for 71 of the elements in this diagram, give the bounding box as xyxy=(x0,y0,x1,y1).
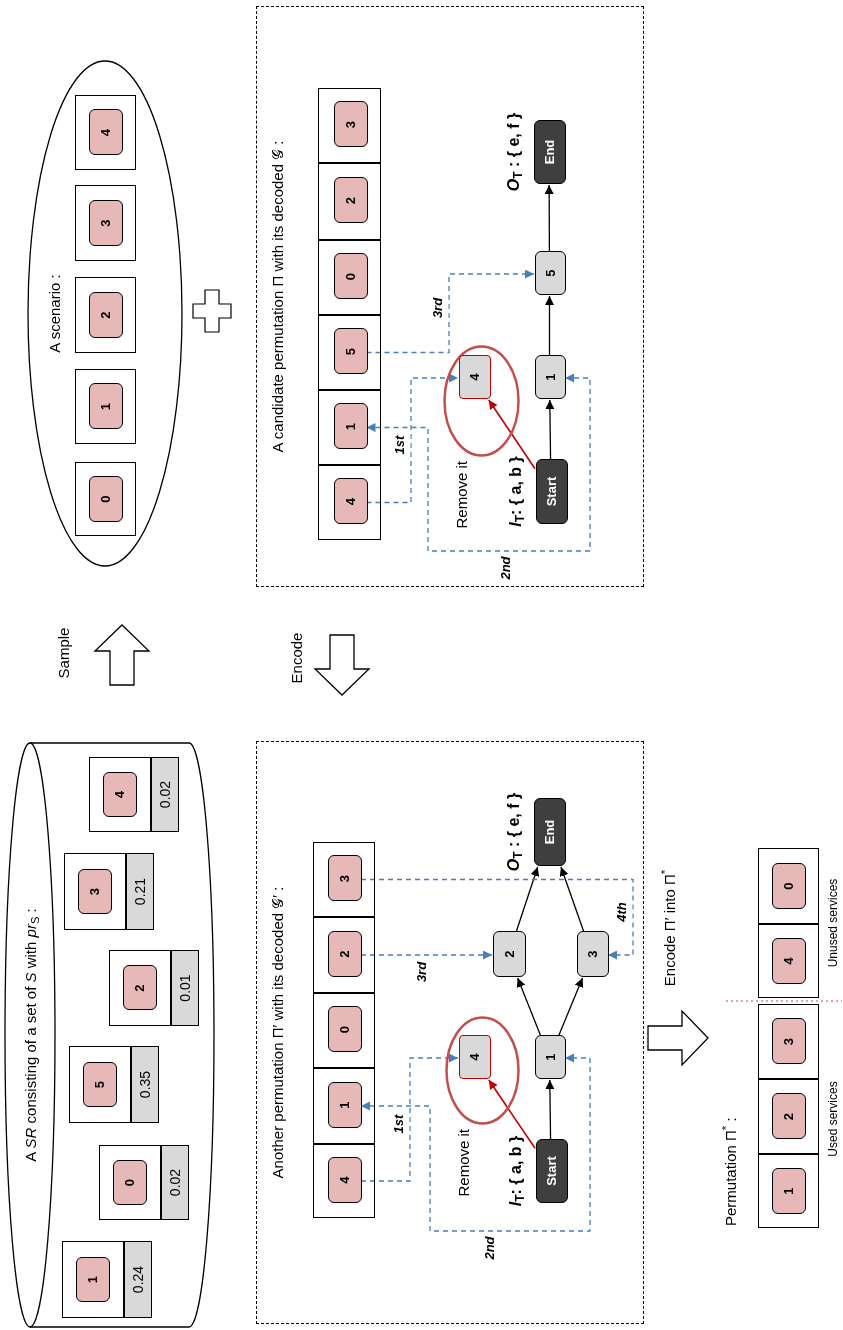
service-box: 5 xyxy=(333,328,368,375)
arrow xyxy=(488,1079,536,1150)
service-box: 1 xyxy=(76,1257,110,1302)
dashed-arrow xyxy=(360,878,634,960)
block-arrow xyxy=(313,634,371,696)
service-box: 5 xyxy=(83,1062,117,1107)
arrow xyxy=(545,295,554,357)
task-node: 1 xyxy=(535,355,566,399)
service-box: 0 xyxy=(771,863,806,909)
service-box: 0 xyxy=(88,476,123,522)
arrow xyxy=(559,866,585,933)
task-node: 2 xyxy=(493,931,526,977)
service-box: 3 xyxy=(771,1018,806,1065)
panel-title: A scenario : xyxy=(45,274,64,353)
service-box: 3 xyxy=(333,101,368,148)
task-node: 3 xyxy=(577,931,609,977)
scenario-ellipse xyxy=(27,60,183,567)
dashed-arrow xyxy=(360,950,493,960)
service-box: 4 xyxy=(333,478,368,525)
dashed-panel xyxy=(256,741,644,1324)
removed-task-node: 4 xyxy=(459,1035,491,1079)
section-caption: Unused services xyxy=(825,878,841,968)
arrow xyxy=(545,399,555,461)
dashed-arrow xyxy=(365,373,591,552)
arrow xyxy=(488,399,536,470)
block-arrow xyxy=(93,624,151,686)
task-node: 5 xyxy=(535,251,566,295)
arrow xyxy=(557,977,584,1037)
arrow xyxy=(545,1079,555,1141)
dashed-arrow xyxy=(365,373,459,504)
service-box: 0 xyxy=(328,1006,362,1053)
probability-box: 0.02 xyxy=(161,1145,189,1220)
service-box: 2 xyxy=(88,292,123,338)
dashed-arrow xyxy=(360,1053,591,1232)
task-node: 1 xyxy=(535,1035,566,1079)
dashed-arrow xyxy=(360,1053,459,1182)
annotation-text: Remove it xyxy=(452,461,471,529)
block-arrow xyxy=(647,1009,709,1067)
service-box: 4 xyxy=(103,772,137,817)
service-box: 1 xyxy=(771,1168,806,1214)
service-box: 2 xyxy=(333,177,368,224)
panel-title: Another permutation Π′ with its decoded 𝒢′ : xyxy=(268,886,287,1179)
service-box: 3 xyxy=(78,869,112,914)
service-box: 4 xyxy=(88,109,123,156)
database-cylinder xyxy=(4,742,215,1328)
probability-box: 0.24 xyxy=(124,1241,152,1318)
arrow xyxy=(515,866,540,933)
arrow xyxy=(544,184,554,253)
service-box: 4 xyxy=(771,938,806,984)
annotation-text: Remove it xyxy=(454,1129,473,1197)
section-caption: Used services xyxy=(825,1081,841,1157)
probability-box: 0.21 xyxy=(126,853,154,930)
service-box: 2 xyxy=(771,1093,806,1140)
probability-box: 0.02 xyxy=(151,757,179,832)
removed-task-node: 4 xyxy=(459,355,491,399)
service-box: 3 xyxy=(328,855,362,902)
service-box: 0 xyxy=(333,253,368,300)
service-box: 1 xyxy=(333,403,368,450)
service-box: 1 xyxy=(328,1082,362,1128)
panel-title: A candidate permutation Π with its decoded 𝒢 : xyxy=(268,140,287,453)
service-box: 2 xyxy=(123,965,157,1011)
probability-box: 0.01 xyxy=(171,950,199,1026)
dashed-panel xyxy=(256,6,644,587)
dashed-arrow xyxy=(365,269,535,354)
service-box: 4 xyxy=(328,1157,362,1203)
service-box: 1 xyxy=(88,383,123,430)
arrow xyxy=(516,977,542,1037)
service-box: 2 xyxy=(328,931,362,977)
probability-box: 0.35 xyxy=(131,1046,159,1123)
service-box: 3 xyxy=(88,200,123,246)
service-box: 0 xyxy=(113,1160,147,1205)
